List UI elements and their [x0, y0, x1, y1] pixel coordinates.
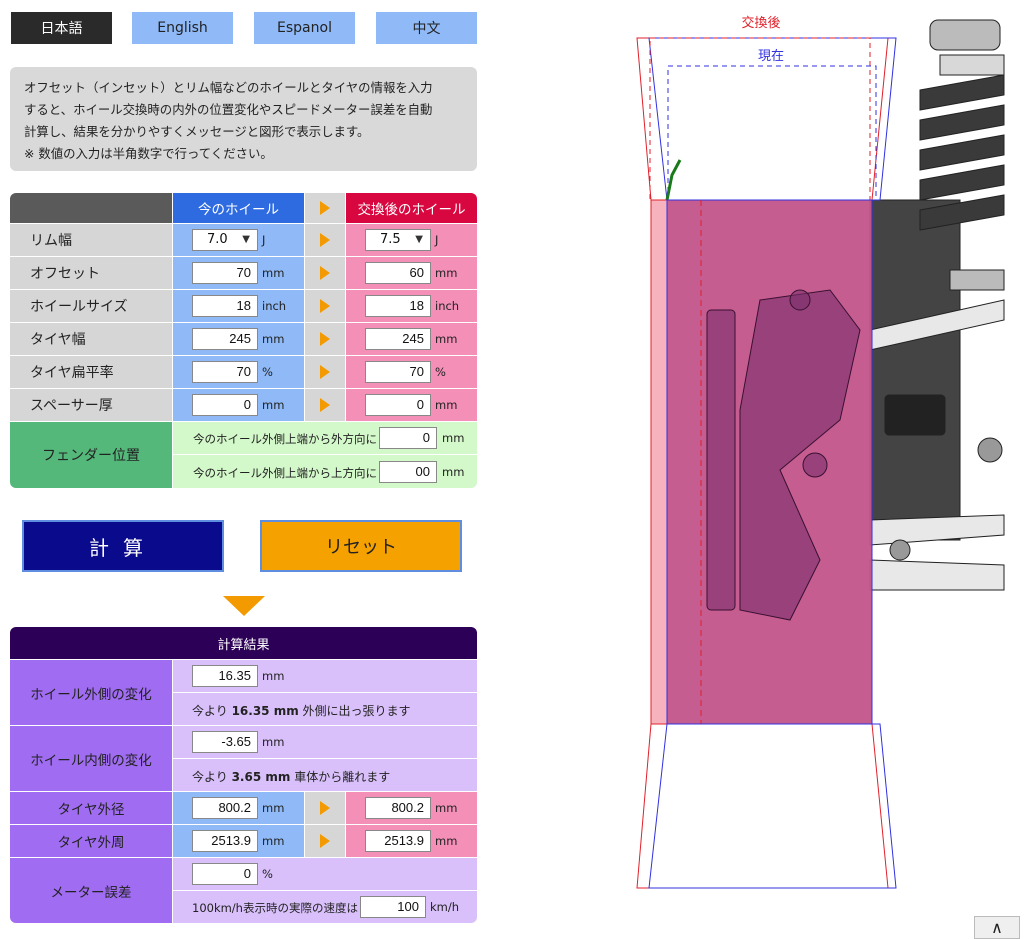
outer-change-output: 16.35 — [192, 665, 258, 687]
actual-speed-text: 100km/h表示時の実際の速度は — [192, 901, 358, 915]
arrow-right-icon — [320, 801, 330, 815]
actual-speed-output: 100 — [360, 896, 426, 918]
calculate-button[interactable]: 計算 — [22, 520, 224, 572]
spacer-current-input[interactable]: 0 — [192, 394, 258, 416]
row-label-spacer: スペーサー厚 — [10, 389, 172, 421]
label-after-change: 交換後 — [741, 15, 780, 31]
lang-button-english[interactable]: English — [132, 12, 233, 44]
row-label-aspect-ratio: タイヤ扁平率 — [10, 356, 172, 388]
arrow-right-icon — [320, 398, 330, 412]
result-panel: 計算結果 ホイール外側の変化 16.35 mm 今より 16.35 mm 外側に… — [10, 627, 477, 923]
circumference-new-output: 2513.9 — [365, 830, 431, 852]
spacer-new-input[interactable]: 0 — [365, 394, 431, 416]
arrow-down-icon — [223, 596, 265, 616]
fender-line2-text: 今のホイール外側上端から上方向に — [193, 466, 377, 480]
lang-button-chinese[interactable]: 中文 — [376, 12, 477, 44]
fender-label: フェンダー位置 — [10, 422, 172, 488]
arrow-right-icon — [320, 332, 330, 346]
diameter-new-output: 800.2 — [365, 797, 431, 819]
table-row: タイヤ扁平率 70% 70% — [10, 356, 477, 388]
inner-change-message: 今より 3.65 mm 車体から離れます — [192, 770, 391, 784]
meter-error-output: 0 — [192, 863, 258, 885]
lang-button-spanish[interactable]: Espanol — [254, 12, 355, 44]
result-title: 計算結果 — [10, 627, 477, 659]
diagram-svg: 交換後 現在 — [636, 15, 1005, 889]
arrow-right-icon — [320, 299, 330, 313]
lang-button-japanese[interactable]: 日本語 — [11, 12, 112, 44]
wheel-size-current-input[interactable]: 18 — [192, 295, 258, 317]
arrow-right-icon — [320, 201, 330, 215]
chevron-down-icon: ▼ — [415, 234, 423, 245]
result-label-diameter: タイヤ外径 — [10, 792, 172, 824]
arrow-right-icon — [320, 233, 330, 247]
row-label-offset: オフセット — [10, 257, 172, 289]
header-new-wheel: 交換後のホイール — [346, 193, 477, 223]
label-current: 現在 — [758, 49, 784, 64]
arrow-right-icon — [320, 365, 330, 379]
description-line: 計算し、結果を分かりやすくメッセージと図形で表示します。 — [24, 124, 370, 139]
tire-width-new-input[interactable]: 245 — [365, 328, 431, 350]
fender-upper-input[interactable]: 00 — [379, 461, 437, 483]
wheel-diagram: 交換後 現在 — [620, 0, 1024, 939]
rim-width-new-select[interactable]: 7.5▼ — [365, 229, 431, 251]
fender-current-dashed — [667, 65, 877, 201]
row-label-rim-width: リム幅 — [10, 224, 172, 256]
table-row: リム幅 7.0▼ J 7.5▼ J — [10, 224, 477, 256]
aspect-ratio-new-input[interactable]: 70 — [365, 361, 431, 383]
table-header: 今のホイール 交換後のホイール — [10, 193, 477, 223]
fender-line1-text: 今のホイール外側上端から外方向に — [193, 432, 377, 446]
result-label-outer: ホイール外側の変化 — [10, 660, 172, 725]
description-note: ※ 数値の入力は半角数字で行ってください。 — [24, 146, 273, 161]
header-arrow — [305, 193, 345, 223]
fender-edge-marker — [665, 159, 682, 201]
suspension-illustration — [869, 19, 1005, 591]
inner-change-output: -3.65 — [192, 731, 258, 753]
fender-new-dashed — [649, 37, 871, 201]
wheel-size-new-input[interactable]: 18 — [365, 295, 431, 317]
row-label-tire-width: タイヤ幅 — [10, 323, 172, 355]
offset-current-input[interactable]: 70 — [192, 262, 258, 284]
description-line: すると、ホイール交換時の内外の位置変化やスピードメーター誤差を自動 — [24, 102, 433, 117]
reset-button[interactable]: リセット — [260, 520, 462, 572]
outer-change-message: 今より 16.35 mm 外側に出っ張ります — [192, 704, 411, 718]
input-table: 今のホイール 交換後のホイール リム幅 7.0▼ J 7.5▼ J オフセット … — [10, 193, 477, 488]
circumference-current-output: 2513.9 — [192, 830, 258, 852]
fender-outer-input[interactable]: 0 — [379, 427, 437, 449]
rim-width-current-select[interactable]: 7.0▼ — [192, 229, 258, 251]
offset-new-input[interactable]: 60 — [365, 262, 431, 284]
tire-width-current-input[interactable]: 245 — [192, 328, 258, 350]
aspect-ratio-current-input[interactable]: 70 — [192, 361, 258, 383]
arrow-right-icon — [320, 834, 330, 848]
result-label-circumference: タイヤ外周 — [10, 825, 172, 857]
fender-outline-new-bottom — [636, 723, 889, 889]
arrow-right-icon — [320, 266, 330, 280]
description-box: オフセット（インセット）とリム幅などのホイールとタイヤの情報を入力 すると、ホイ… — [10, 67, 477, 171]
diameter-current-output: 800.2 — [192, 797, 258, 819]
result-label-meter: メーター誤差 — [10, 858, 172, 923]
chevron-down-icon: ▼ — [242, 234, 250, 245]
fender-row: フェンダー位置 今のホイール外側上端から外方向に 0 mm 今のホイール外側上端… — [10, 422, 477, 488]
result-label-inner: ホイール内側の変化 — [10, 726, 172, 791]
scroll-top-button[interactable]: ∧ — [974, 916, 1020, 939]
hub-knuckle-illustration — [706, 289, 861, 621]
row-label-wheel-size: ホイールサイズ — [10, 290, 172, 322]
fender-outline-current-bottom — [648, 723, 897, 889]
header-current-wheel: 今のホイール — [173, 193, 304, 223]
description-line: オフセット（インセット）とリム幅などのホイールとタイヤの情報を入力 — [24, 80, 433, 95]
